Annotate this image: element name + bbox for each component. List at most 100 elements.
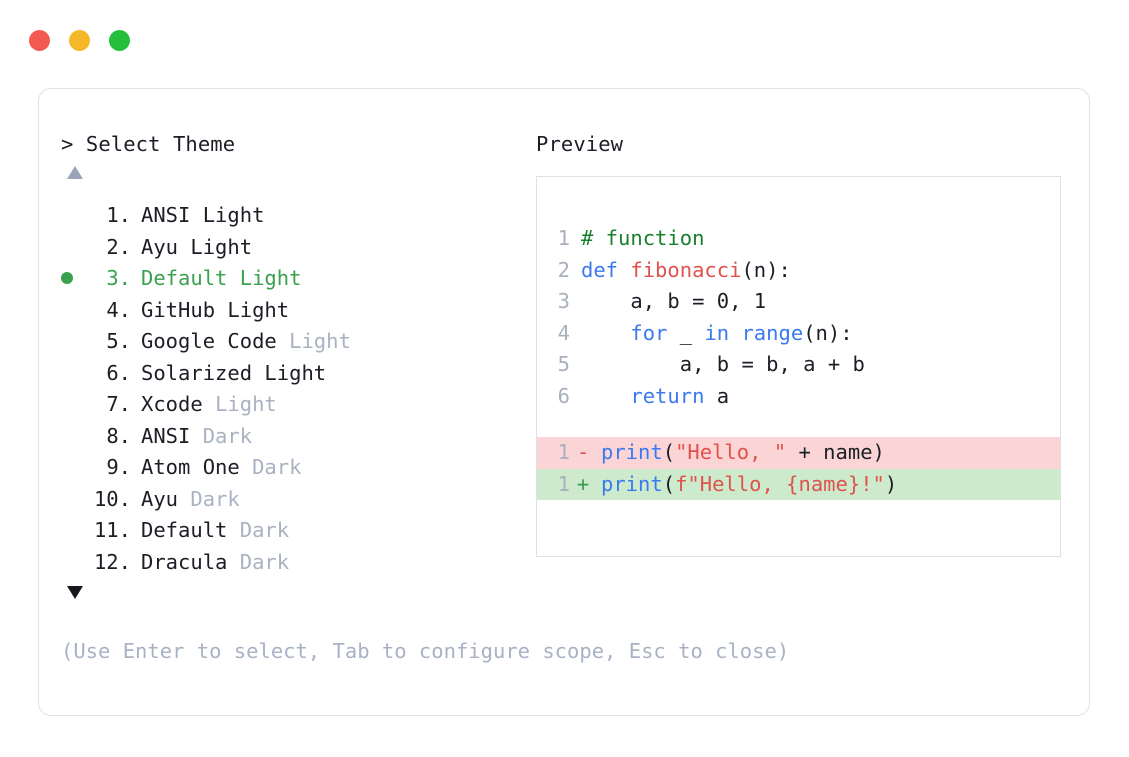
- code-token: fibonacci: [630, 257, 742, 282]
- code-token: ): [884, 471, 898, 496]
- code-line-number: 1: [557, 226, 570, 250]
- theme-list-item[interactable]: 10. Ayu Dark: [61, 484, 531, 516]
- theme-item-name: Google Code: [141, 329, 290, 353]
- code-token: a, b = 0, 1: [581, 289, 767, 313]
- code-line-number: 5: [557, 352, 570, 376]
- theme-list-item[interactable]: 8.ANSI Dark: [61, 421, 531, 453]
- code-line: 3 a, b = 0, 1: [537, 286, 1060, 318]
- diff-line-number: 1: [557, 471, 570, 496]
- minimize-button[interactable]: [69, 30, 90, 51]
- theme-item-name: Dracula: [141, 549, 240, 574]
- code-token: f"Hello, {name}!": [675, 471, 885, 496]
- theme-item-variant: Light: [190, 234, 253, 259]
- code-token: range: [741, 320, 804, 345]
- theme-item-variant: Light: [239, 266, 302, 290]
- code-token: _: [679, 320, 705, 345]
- code-token: a: [716, 383, 730, 408]
- code-line: 6 return a: [537, 381, 1060, 413]
- theme-item-number: 2.: [106, 234, 131, 259]
- diff-line-text: print("Hello, " + name): [601, 437, 885, 469]
- theme-item-name: Atom One: [141, 455, 253, 479]
- code-token: def: [581, 257, 631, 282]
- theme-item-number: 5.: [106, 329, 131, 353]
- theme-item-variant: Light: [202, 203, 265, 227]
- diff-plus-marker: +: [576, 471, 590, 496]
- maximize-button[interactable]: [109, 30, 130, 51]
- code-line-text: for _ in range(n):: [581, 318, 853, 350]
- theme-item-variant: Dark: [239, 549, 290, 574]
- theme-item-name: Ayu: [141, 234, 191, 259]
- code-token: # function: [581, 226, 705, 250]
- theme-item-number: 10.: [93, 486, 131, 511]
- theme-list-item[interactable]: 9.Atom One Dark: [61, 452, 531, 484]
- theme-item-variant: Light: [227, 297, 290, 322]
- theme-list-item[interactable]: 6.Solarized Light: [61, 358, 531, 390]
- code-line: 2 def fibonacci(n):: [537, 255, 1060, 287]
- scroll-down-indicator-wrap[interactable]: [61, 586, 83, 608]
- theme-list-item[interactable]: 2. Ayu Light: [61, 232, 531, 264]
- theme-item-number: 7.: [106, 392, 131, 416]
- theme-item-number: 9.: [106, 455, 131, 479]
- code-line-text: # function: [581, 223, 704, 255]
- theme-item-name: Xcode: [141, 392, 216, 416]
- diff-line-number: 1: [557, 440, 570, 464]
- code-token: in: [704, 320, 742, 345]
- code-token: (n):: [741, 257, 791, 282]
- theme-item-name: Ayu: [141, 486, 191, 511]
- theme-list-item[interactable]: 3.Default Light: [61, 263, 531, 295]
- scroll-up-indicator-wrap[interactable]: [61, 166, 531, 192]
- code-token: return: [581, 383, 717, 408]
- window-traffic-lights: [29, 30, 130, 51]
- theme-list-item[interactable]: 7.Xcode Light: [61, 389, 531, 421]
- preview-header: Preview: [536, 132, 624, 156]
- code-line-number: 4: [557, 320, 570, 345]
- theme-item-number: 8.: [106, 423, 131, 448]
- theme-list-item[interactable]: 12. Dracula Dark: [61, 547, 531, 579]
- scroll-up-arrow-icon[interactable]: [67, 166, 83, 179]
- theme-list-item[interactable]: 11. Default Dark: [61, 515, 531, 547]
- select-theme-header: > Select Theme: [61, 132, 236, 156]
- keyboard-hint-text: (Use Enter to select, Tab to configure s…: [61, 639, 790, 663]
- theme-item-name: GitHub: [141, 297, 228, 322]
- code-token: "Hello, ": [675, 440, 787, 464]
- theme-item-name: Default: [141, 518, 240, 542]
- theme-item-name: Solarized: [141, 360, 265, 385]
- code-line-number: 6: [557, 383, 570, 408]
- selected-bullet-icon: [61, 264, 87, 296]
- theme-item-number: 6.: [106, 360, 131, 385]
- theme-item-variant: Light: [289, 329, 351, 353]
- theme-list-item[interactable]: 5. Google Code Light: [61, 326, 531, 358]
- theme-item-name: ANSI: [141, 423, 203, 448]
- close-button[interactable]: [29, 30, 50, 51]
- theme-list-item[interactable]: 1. ANSI Light: [61, 200, 531, 232]
- theme-item-name: ANSI: [141, 203, 203, 227]
- code-token: (n):: [803, 320, 853, 345]
- code-token: print: [601, 471, 663, 496]
- code-line-text: a, b = 0, 1: [581, 286, 766, 318]
- theme-item-number: 1.: [106, 203, 131, 227]
- theme-item-number: 11.: [93, 518, 131, 542]
- code-token: + name): [786, 440, 885, 464]
- code-line: 1 # function: [537, 223, 1060, 255]
- scroll-down-arrow-icon[interactable]: [67, 586, 83, 599]
- code-token: print: [601, 440, 663, 464]
- theme-item-number: 4.: [106, 297, 131, 322]
- diff-removed-line: 1-print("Hello, " + name): [537, 437, 1060, 469]
- selected-indicator-dot: [61, 272, 73, 284]
- theme-list-item[interactable]: 4. GitHub Light: [61, 295, 531, 327]
- code-line-text: return a: [581, 381, 729, 413]
- code-token: (: [662, 471, 676, 496]
- theme-item-name: Default: [141, 266, 240, 290]
- code-line-number: 2: [557, 257, 570, 282]
- theme-item-number: 12.: [93, 549, 131, 574]
- theme-item-variant: Dark: [239, 518, 290, 542]
- code-line: 4 for _ in range(n):: [537, 318, 1060, 350]
- theme-item-variant: Dark: [190, 486, 240, 511]
- code-line-text: def fibonacci(n):: [581, 255, 791, 287]
